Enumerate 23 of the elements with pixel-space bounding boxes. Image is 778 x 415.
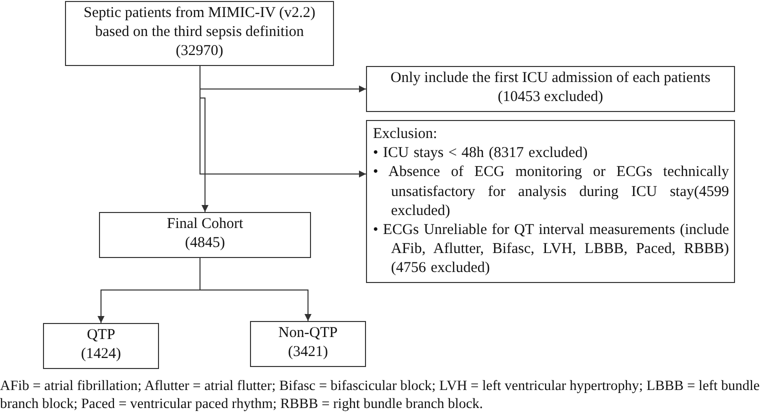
count-text: (32970) (174, 42, 224, 62)
exclusion-box (366, 120, 735, 283)
count-text: (1424) (80, 345, 122, 364)
process-box (65, 1, 334, 66)
process-box (43, 323, 159, 369)
box-text: Septic patients from MIMIC-IV (v2.2) based on the third sepsis definition (82, 4, 316, 42)
box-text: Non-QTP (277, 324, 339, 343)
box-text: Final Cohort (166, 215, 244, 234)
count-text: (10453 excluded) (496, 88, 604, 108)
box-heading: Exclusion: (373, 125, 438, 144)
bullet-item: • Absence of ECG monitoring or ECGs technically unsatisfactory for analysis during ICU stay(4599 excluded) (373, 163, 729, 221)
count-text: (4845) (184, 234, 226, 254)
box-text: Only include the first ICU admission of each patients (390, 69, 712, 88)
arrow (200, 66, 366, 178)
bullet-item: • ECGs Unreliable for QT interval measurements (include AFib, Aflutter, Bifasc, LVH, LBBB, Paced, RBBB) (4756 excluded) (373, 220, 729, 278)
process-box (99, 212, 311, 258)
box-text: QTP (86, 326, 116, 345)
footnote: AFib = atrial fibrillation; Aflutter = atrial flutter; Bifasc = bifascicular block; LVH = left ventricular hypertrophy; LBBB = left bundle branch block; Paced = ventricular paced rhythm; RBBB = right bundle branch block. (0, 377, 761, 414)
arrow (200, 258, 312, 322)
process-box (366, 66, 735, 112)
bullet-item: • ICU stays < 48h (8317 excluded) (373, 144, 589, 164)
count-text: (3421) (287, 343, 329, 362)
process-box (250, 321, 366, 367)
